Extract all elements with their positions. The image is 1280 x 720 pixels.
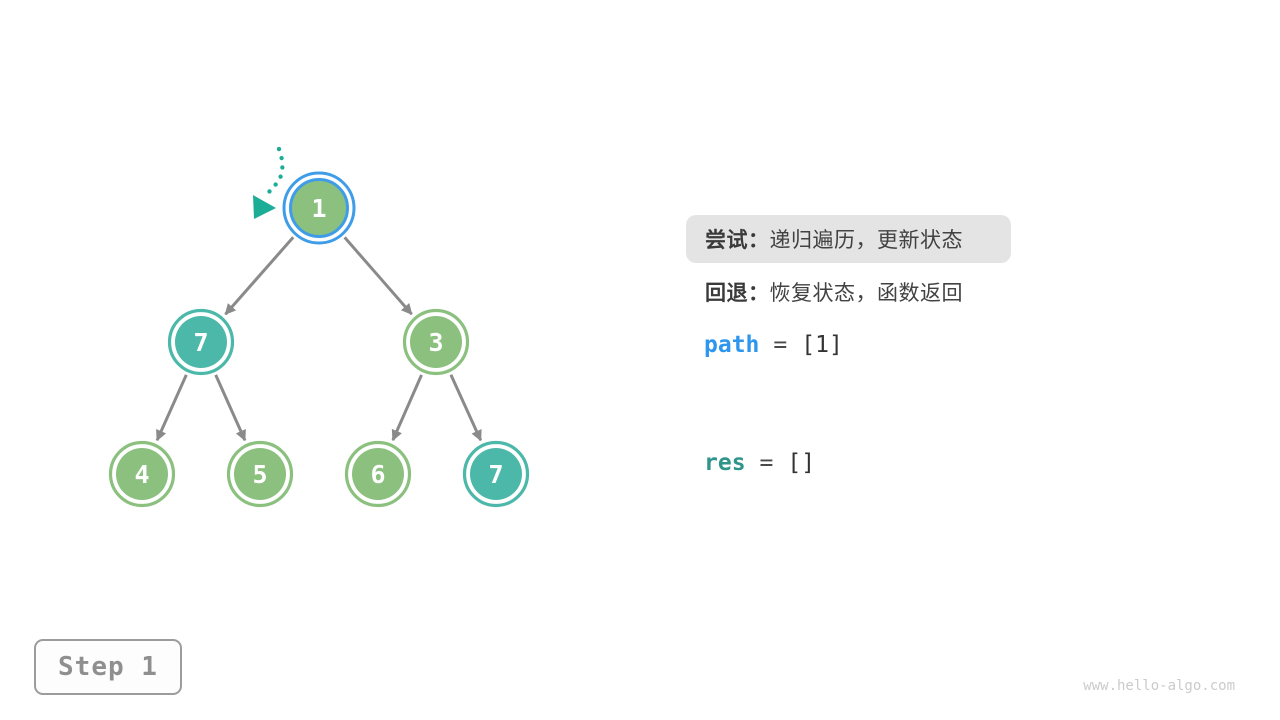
step-badge: Step 1 [34, 639, 182, 695]
tree-node-value: 7 [193, 328, 208, 357]
pointer-arrowhead-icon [253, 195, 276, 219]
try-text: 递归遍历，更新状态 [769, 229, 963, 252]
path-variable-name: path [704, 332, 760, 358]
tree-edge [214, 374, 247, 442]
res-variable-name: res [704, 450, 746, 476]
tree-node-6: 6 [344, 440, 412, 508]
tree-node-7: 7 [167, 308, 235, 376]
path-equals-sign: = [773, 332, 788, 358]
tree-node-1-current: 1 [282, 171, 356, 245]
tree-node-value: 7 [488, 460, 503, 489]
tree-node-value: 1 [311, 194, 326, 223]
pointer-dotted-path [261, 146, 285, 200]
tree-node-4: 4 [108, 440, 176, 508]
step-badge-label: Step 1 [58, 652, 158, 682]
res-equals-sign: = [759, 450, 774, 476]
res-variable-row: res = [] [704, 448, 815, 478]
watermark-url: www.hello-algo.com [1083, 678, 1235, 694]
tree-edge [343, 236, 413, 316]
tree-edge [391, 374, 423, 442]
tree-node-3: 3 [402, 308, 470, 376]
res-variable-value: [] [787, 450, 816, 476]
backtrack-text: 恢复状态，函数返回 [769, 282, 963, 305]
tree-edge [155, 374, 188, 442]
path-variable-row: path = [1] [704, 330, 843, 360]
try-highlight-row: 尝试： 递归遍历，更新状态 [686, 215, 1011, 263]
tree-node-value: 4 [134, 460, 149, 489]
tree-node-5: 5 [226, 440, 294, 508]
tree-node-value: 3 [428, 328, 443, 357]
current-node-pointer-arrow [253, 146, 285, 219]
tree-node-7: 7 [462, 440, 530, 508]
tree-edge [224, 236, 295, 316]
backtrack-label: 回退： [705, 282, 770, 305]
tree-node-value: 6 [370, 460, 385, 489]
tree-node-value: 5 [252, 460, 267, 489]
tree-edge [449, 374, 483, 442]
path-variable-value: [1] [801, 332, 843, 358]
try-label: 尝试： [705, 229, 770, 252]
backtrack-row: 回退： 恢复状态，函数返回 [705, 277, 963, 307]
